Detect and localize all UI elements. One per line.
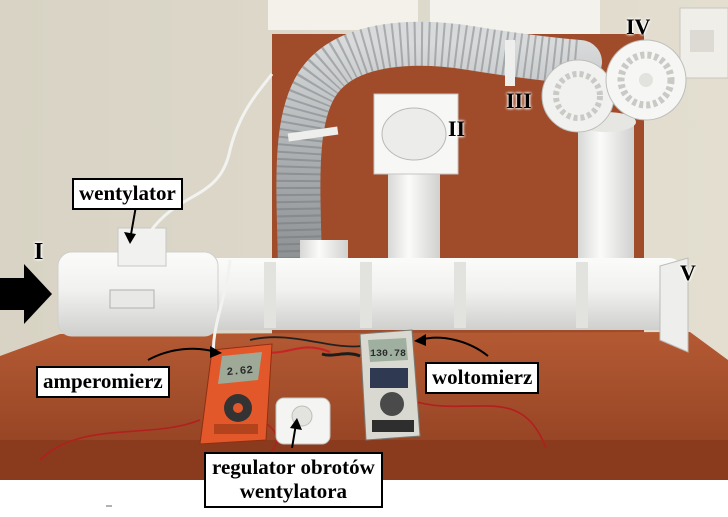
pipe-clamp-2: [360, 262, 372, 328]
pipe-clamp-4: [576, 262, 588, 328]
pipe-clamp-1: [264, 262, 276, 328]
duct-clamp-2: [505, 40, 515, 86]
flex-duct: [276, 21, 602, 302]
marker-outlet-III: III: [506, 88, 532, 113]
voltmeter-device: [359, 329, 421, 441]
vent-plate-2-hole: [381, 107, 447, 161]
wall-socket: [679, 7, 728, 79]
red-lead-2: [409, 399, 547, 449]
label-regulator-line1: regulator obrotów: [212, 455, 375, 479]
speed-regulator: [275, 397, 331, 445]
red-lead-1: [39, 419, 201, 461]
diffuser-4-inner: [617, 51, 675, 109]
duct-clamp: [287, 126, 339, 142]
label-fan: wentylator: [72, 178, 183, 210]
ammeter-label-arrowhead: [210, 346, 222, 358]
pipe-clamp-3: [454, 262, 466, 328]
diffuser-4-core: [639, 73, 653, 87]
black-lead-1: [249, 336, 363, 348]
ammeter-reading: 2.62: [226, 365, 253, 379]
fan-label-arrowhead: [124, 232, 136, 244]
voltmeter-reading: 130.78: [370, 349, 406, 360]
diffuser-3: [541, 59, 615, 133]
marker-outlet-IV: IV: [626, 14, 651, 39]
voltmeter-label-arrowhead: [414, 334, 426, 346]
label-ammeter: amperomierz: [36, 366, 170, 398]
marker-outlet-II: II: [448, 116, 466, 141]
wall-socket-inner: [690, 30, 714, 52]
fan-sticker: [109, 289, 155, 309]
marker-outlet-V: V: [680, 260, 696, 285]
outlet-plate-5: [659, 257, 689, 353]
ammeter-device: [199, 343, 273, 445]
black-lead-2: [321, 352, 361, 358]
marker-inlet-I: I: [34, 239, 44, 265]
label-regulator-line2: wentylatora: [239, 478, 348, 503]
label-regulator: regulator obrotów wentylatora: [204, 452, 383, 509]
inlet-arrow: [0, 264, 52, 324]
regulator-label-arrowhead: [290, 418, 302, 430]
label-voltmeter: woltomierz: [425, 362, 540, 394]
diffuser-3-inner: [553, 71, 603, 121]
